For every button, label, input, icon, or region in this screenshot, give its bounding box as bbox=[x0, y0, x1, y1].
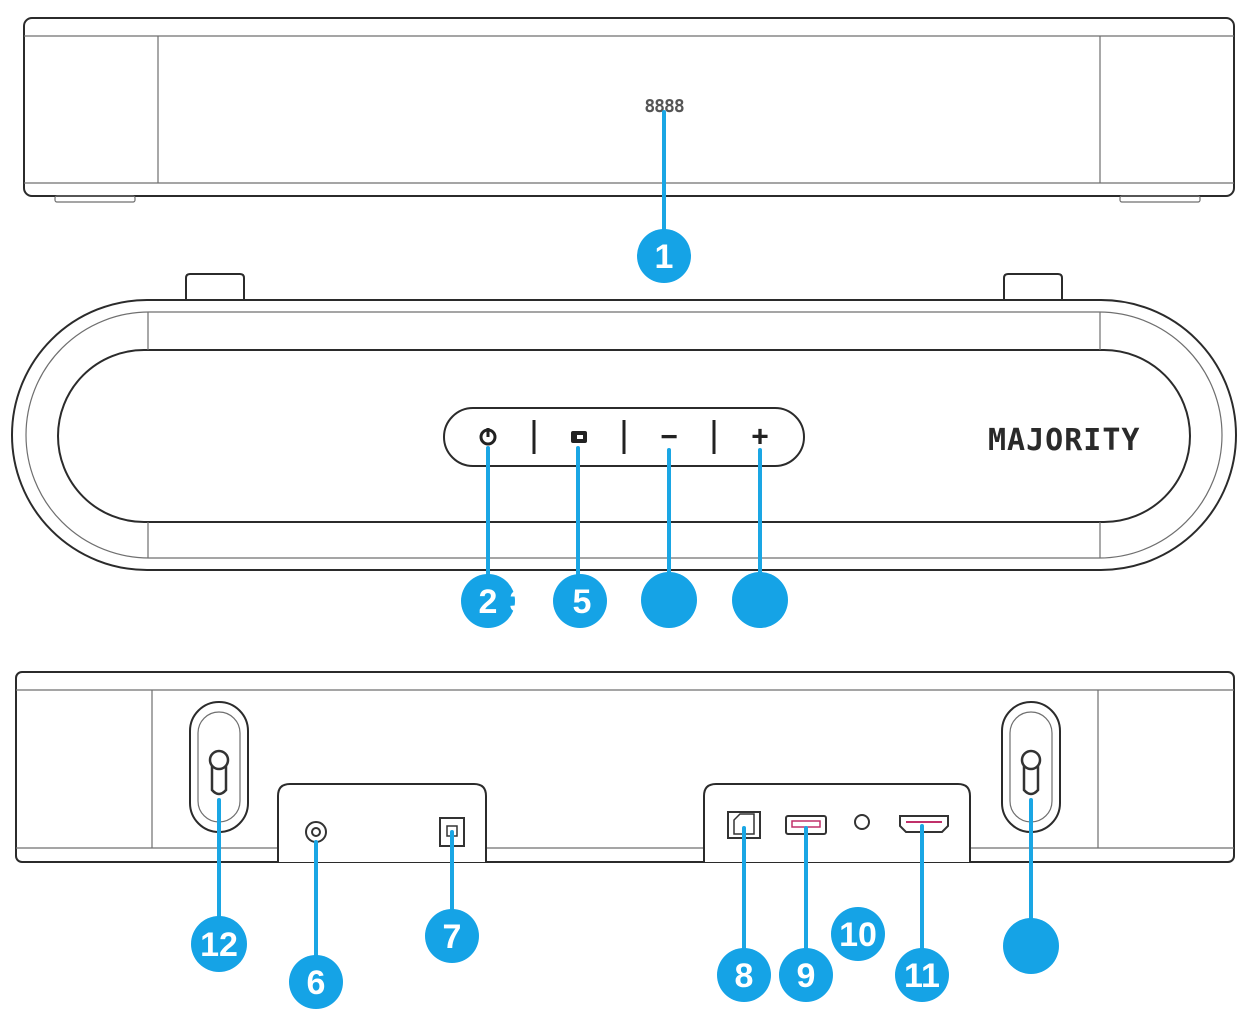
rear-view bbox=[15, 671, 1235, 863]
callout-plus bbox=[732, 572, 788, 628]
source-icon[interactable] bbox=[571, 431, 587, 443]
top-view: 8888 bbox=[23, 17, 1235, 203]
svg-text:7: 7 bbox=[443, 918, 462, 956]
svg-text:5: 5 bbox=[573, 583, 592, 621]
volume-up-button[interactable]: + bbox=[751, 421, 769, 454]
brand-logo: MAJORITY bbox=[988, 423, 1141, 458]
svg-text:6: 6 bbox=[307, 964, 326, 1002]
callout-7: 7 bbox=[425, 909, 479, 963]
led-display: 8888 bbox=[644, 96, 684, 117]
callout-12: 12 bbox=[191, 916, 247, 972]
callout-6: 6 bbox=[289, 955, 343, 1009]
leader-lines bbox=[217, 110, 1033, 960]
callout-1: 1 bbox=[637, 229, 691, 283]
volume-down-button[interactable]: − bbox=[660, 421, 678, 454]
callout-5: 5 bbox=[553, 574, 607, 628]
callout-3: 3 bbox=[510, 586, 527, 619]
hdmi-port-icon bbox=[899, 815, 949, 833]
callout-11: 11 bbox=[895, 948, 949, 1002]
svg-text:12: 12 bbox=[200, 926, 238, 964]
svg-text:1: 1 bbox=[655, 238, 674, 276]
power-icon[interactable] bbox=[479, 428, 497, 446]
svg-text:8: 8 bbox=[735, 957, 754, 995]
callout-10: 10 bbox=[831, 907, 885, 961]
callout-right-mount bbox=[1003, 918, 1059, 974]
svg-text:2: 2 bbox=[479, 583, 498, 621]
svg-text:11: 11 bbox=[904, 957, 940, 995]
optical-port-icon bbox=[727, 811, 761, 839]
callout-2: 2 bbox=[461, 574, 515, 628]
svg-text:3: 3 bbox=[510, 586, 527, 619]
svg-text:10: 10 bbox=[839, 916, 877, 954]
callout-9: 9 bbox=[779, 948, 833, 1002]
aux-port-icon bbox=[854, 814, 870, 830]
front-view: − + MAJORITY bbox=[11, 273, 1237, 571]
callout-minus bbox=[641, 572, 697, 628]
callout-8: 8 bbox=[717, 948, 771, 1002]
svg-text:9: 9 bbox=[797, 957, 816, 995]
